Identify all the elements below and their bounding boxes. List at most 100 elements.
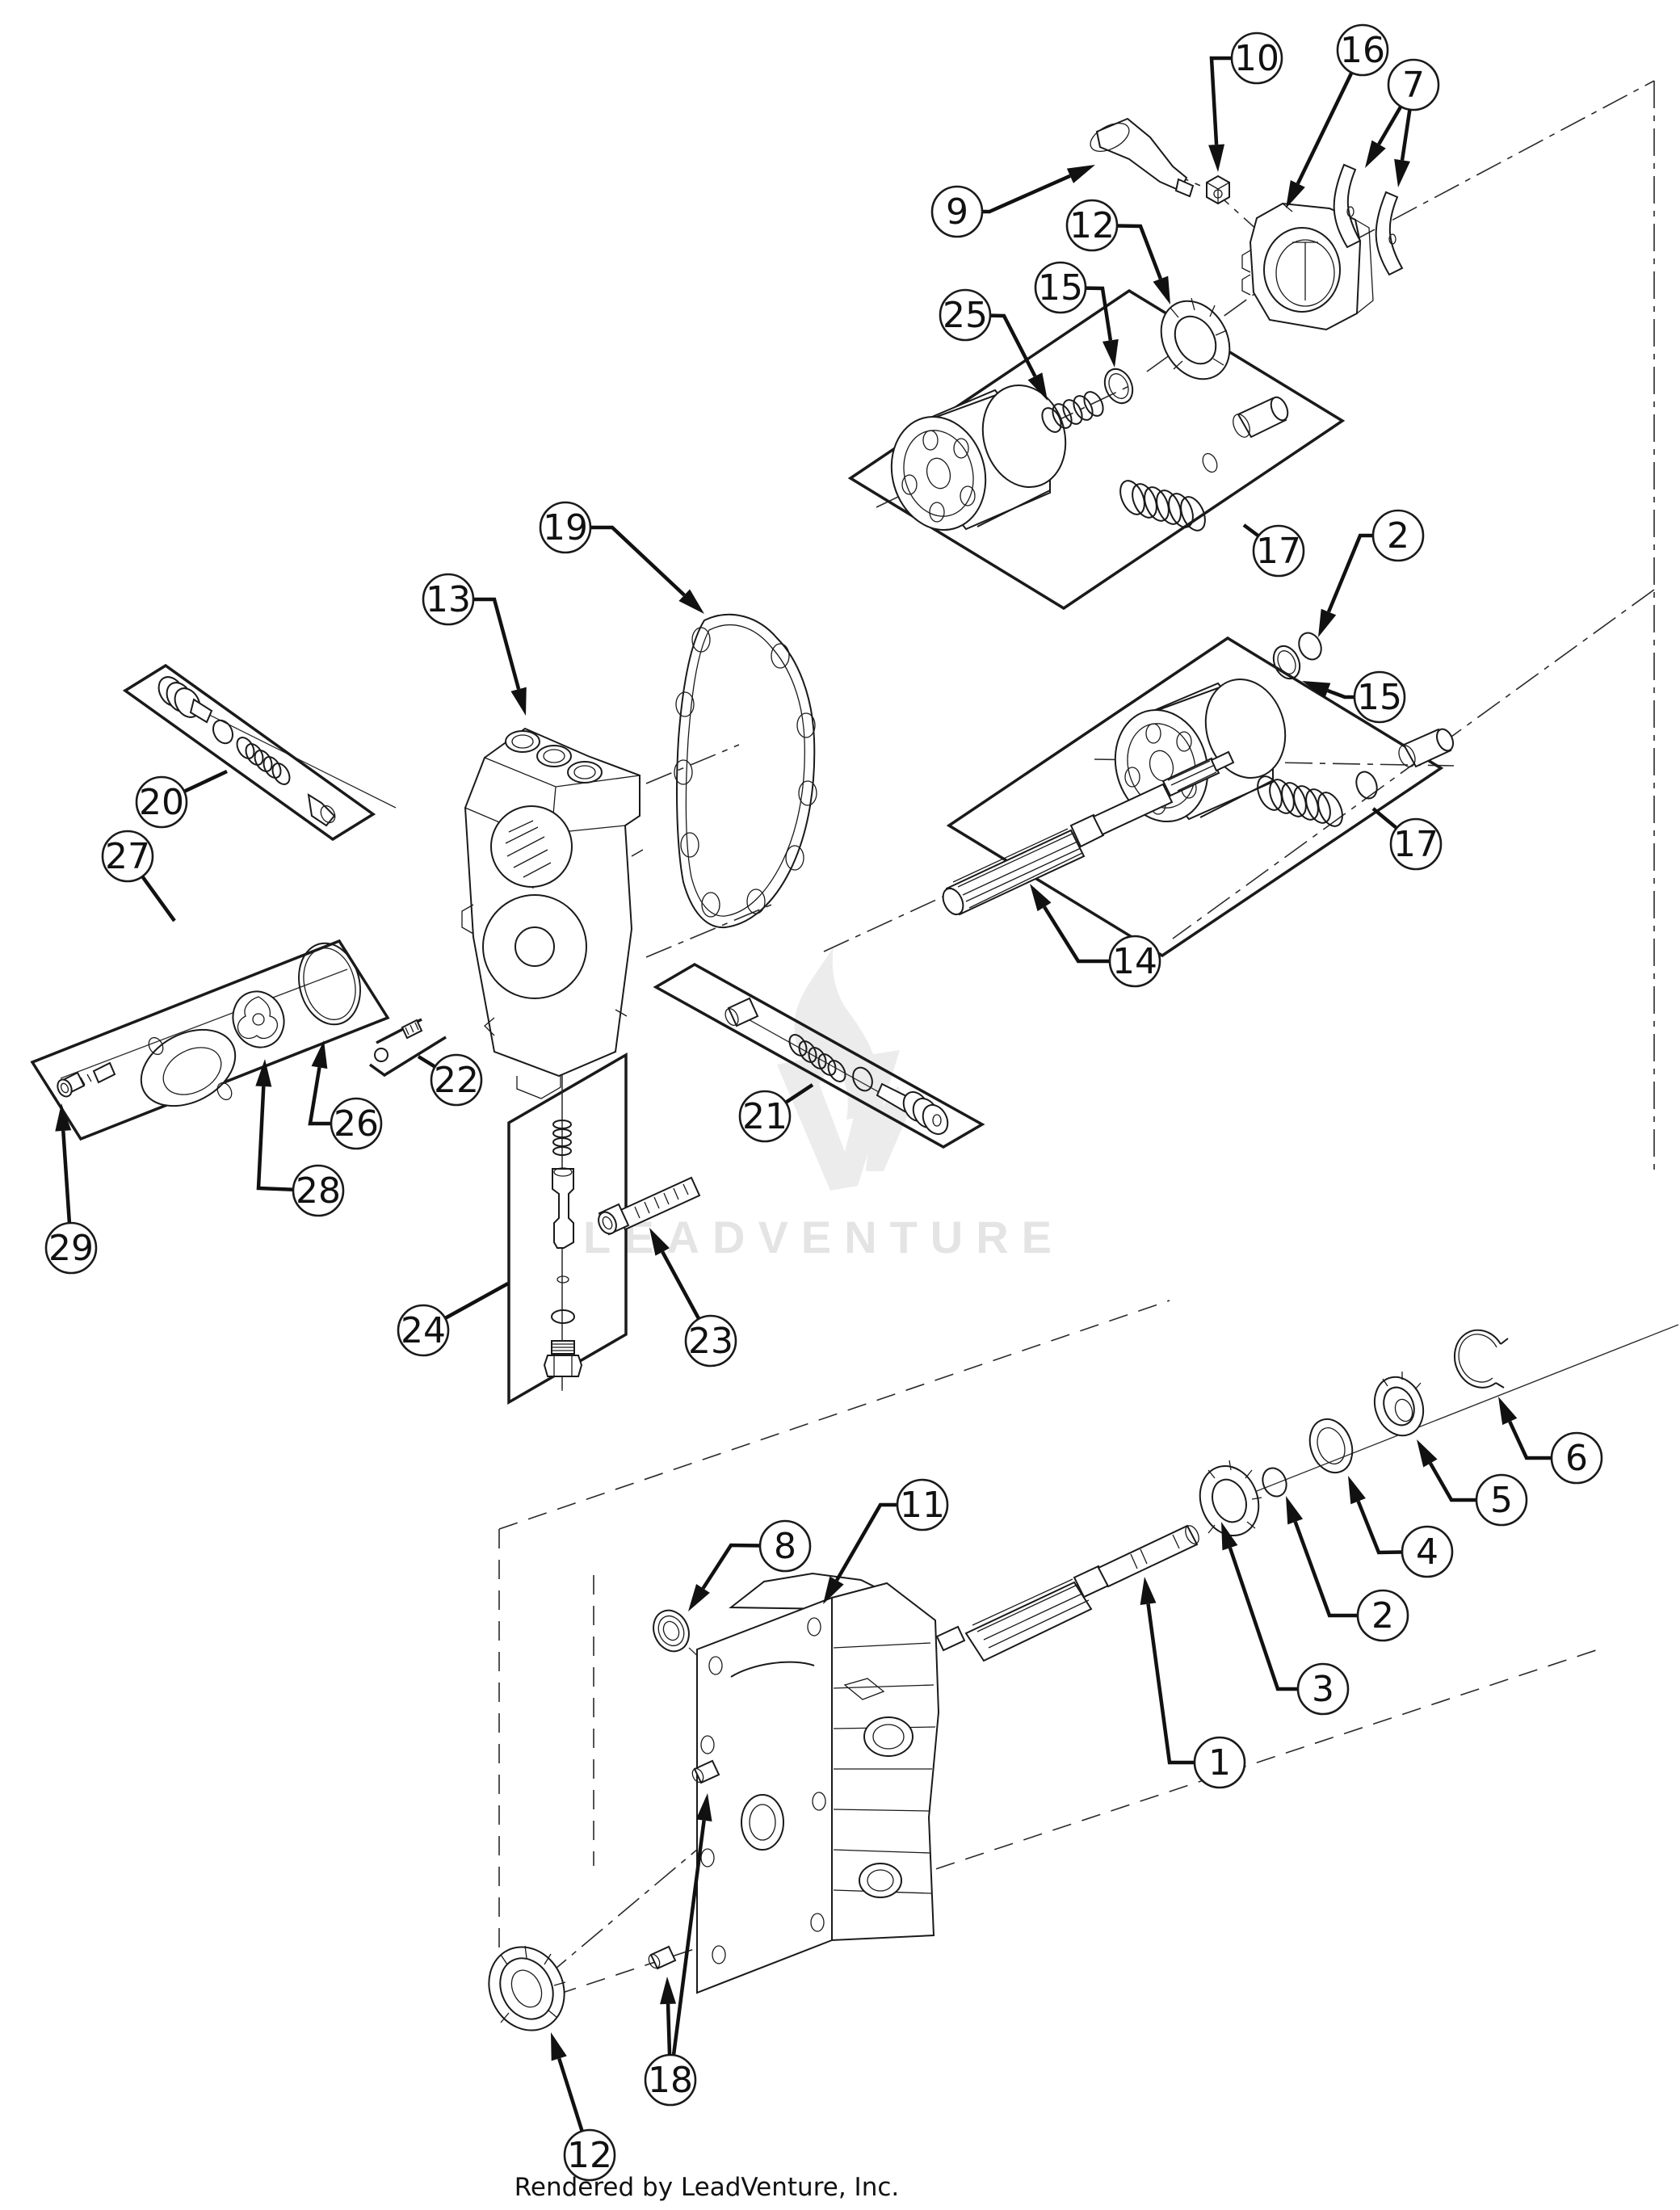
cylinder-kit-spring-upper	[1119, 480, 1206, 531]
callout-bubble-27[interactable]	[101, 830, 154, 883]
callout-18[interactable]	[660, 1977, 677, 2056]
leader-line	[590, 525, 686, 597]
callout-22[interactable]: 22	[417, 1053, 483, 1107]
callout-bubble-2[interactable]	[1356, 1589, 1409, 1642]
washer-part	[1308, 1418, 1354, 1474]
callout-bubble-11[interactable]	[896, 1478, 949, 1531]
leader-line	[1327, 688, 1354, 700]
leader-line	[1377, 105, 1403, 145]
leader-line	[1116, 224, 1162, 280]
leader-line	[141, 875, 176, 922]
pin-kit-22-parts	[374, 1019, 423, 1062]
callout-17[interactable]: 17	[1371, 807, 1443, 871]
leader-line	[1356, 1500, 1403, 1555]
callout-2[interactable]: 2	[1318, 509, 1425, 637]
callout-bubble-8[interactable]	[758, 1519, 812, 1573]
leader-line	[661, 1250, 701, 1320]
callout-9[interactable]: 9	[930, 165, 1095, 238]
leader-line	[701, 1543, 761, 1590]
callout-bubble-26[interactable]	[330, 1097, 383, 1150]
callout-bubble-12[interactable]	[563, 2128, 616, 2182]
callout-bubble-4[interactable]	[1401, 1525, 1454, 1578]
callout-bubble-12[interactable]	[1065, 199, 1119, 252]
callout-bubble-2[interactable]	[1371, 509, 1425, 562]
callout-bubble-3[interactable]	[1296, 1662, 1350, 1716]
callout-bubble-29[interactable]	[44, 1221, 98, 1275]
callout-bubble-18[interactable]	[644, 2053, 697, 2107]
orifice-valve-kit-24-parts	[543, 1074, 583, 1391]
leader-arrowhead	[551, 2032, 567, 2061]
leader-line	[1428, 1462, 1476, 1502]
callout-bubble-24[interactable]	[397, 1304, 450, 1357]
callout-bubble-9[interactable]	[930, 185, 984, 238]
callout-bubble-25[interactable]	[939, 288, 992, 342]
callout-15[interactable]: 15	[1302, 670, 1406, 724]
callout-bubble-5[interactable]	[1475, 1473, 1528, 1527]
leader-arrowhead	[649, 1228, 670, 1256]
callout-7[interactable]: 7	[1365, 58, 1440, 168]
callout-number: 9	[946, 191, 968, 233]
callout-18[interactable]: 18	[644, 1793, 712, 2107]
callout-19[interactable]: 19	[539, 501, 704, 614]
leader-arrowhead	[660, 1977, 677, 2005]
callout-15[interactable]: 15	[1034, 261, 1119, 368]
callout-bubble-14[interactable]	[1108, 935, 1161, 988]
cylinder-block-upper-part	[890, 384, 1289, 531]
callout-28[interactable]: 28	[255, 1059, 345, 1217]
leader-line	[1085, 286, 1113, 341]
callout-12[interactable]: 12	[551, 2032, 616, 2182]
leader-arrowhead	[1027, 372, 1048, 401]
callout-21[interactable]: 21	[738, 1083, 814, 1143]
callout-29[interactable]: 29	[44, 1103, 98, 1275]
callout-bubble-16[interactable]	[1336, 23, 1389, 77]
callout-24[interactable]: 24	[397, 1282, 510, 1357]
callout-number: 7	[1402, 65, 1425, 106]
callout-bubble-7[interactable]	[1387, 58, 1440, 111]
callout-4[interactable]: 4	[1348, 1476, 1454, 1578]
callout-13[interactable]: 13	[422, 573, 527, 716]
callout-bubble-20[interactable]	[135, 775, 188, 829]
leader-arrowhead	[1286, 1496, 1304, 1525]
callout-6[interactable]: 6	[1498, 1397, 1603, 1485]
callout-12[interactable]: 12	[1065, 199, 1170, 305]
callout-2[interactable]: 2	[1286, 1496, 1409, 1642]
callout-bubble-15[interactable]	[1353, 670, 1406, 724]
callout-bubble-22[interactable]	[430, 1053, 483, 1107]
callout-bubble-6[interactable]	[1550, 1431, 1603, 1485]
callout-8[interactable]: 8	[688, 1519, 812, 1611]
roller-bearing-lower-part	[488, 1945, 566, 2031]
callout-17[interactable]: 17	[1242, 523, 1305, 578]
callout-20[interactable]: 20	[135, 769, 228, 829]
callout-bubble-17[interactable]	[1252, 524, 1305, 578]
leader-line	[982, 174, 1071, 214]
callout-bubble-15[interactable]	[1034, 261, 1087, 314]
callout-number: 22	[434, 1060, 479, 1101]
callout-26[interactable]: 26	[308, 1040, 383, 1150]
callout-11[interactable]: 11	[823, 1478, 949, 1604]
callout-bubble-13[interactable]	[422, 573, 475, 626]
callout-27[interactable]: 27	[101, 830, 176, 922]
callout-bubble-21[interactable]	[738, 1090, 792, 1143]
callout-16[interactable]: 16	[1286, 23, 1389, 208]
callout-23[interactable]: 23	[649, 1228, 737, 1368]
callout-14[interactable]: 14	[1030, 884, 1161, 988]
kit21-spring	[788, 1034, 846, 1082]
callout-number: 14	[1112, 941, 1157, 982]
callout-7[interactable]	[1394, 109, 1412, 187]
callout-bubble-23[interactable]	[684, 1314, 737, 1368]
callout-5[interactable]: 5	[1417, 1439, 1528, 1527]
callout-3[interactable]: 3	[1221, 1522, 1350, 1716]
callout-bubble-19[interactable]	[539, 501, 592, 554]
callout-1[interactable]: 1	[1140, 1577, 1246, 1789]
callout-bubble-1[interactable]	[1193, 1736, 1246, 1789]
callout-10[interactable]: 10	[1208, 32, 1283, 172]
leader-line	[308, 1067, 331, 1126]
callout-bubble-28[interactable]	[292, 1164, 345, 1217]
leader-line	[671, 1820, 706, 2056]
callout-bubble-17[interactable]	[1389, 817, 1443, 871]
leader-line	[989, 313, 1037, 377]
callout-number: 8	[774, 1526, 796, 1567]
callout-bubble-10[interactable]	[1230, 32, 1283, 85]
callout-25[interactable]: 25	[939, 288, 1048, 401]
cylinder-block-kit-17-lower-box	[946, 636, 1444, 958]
